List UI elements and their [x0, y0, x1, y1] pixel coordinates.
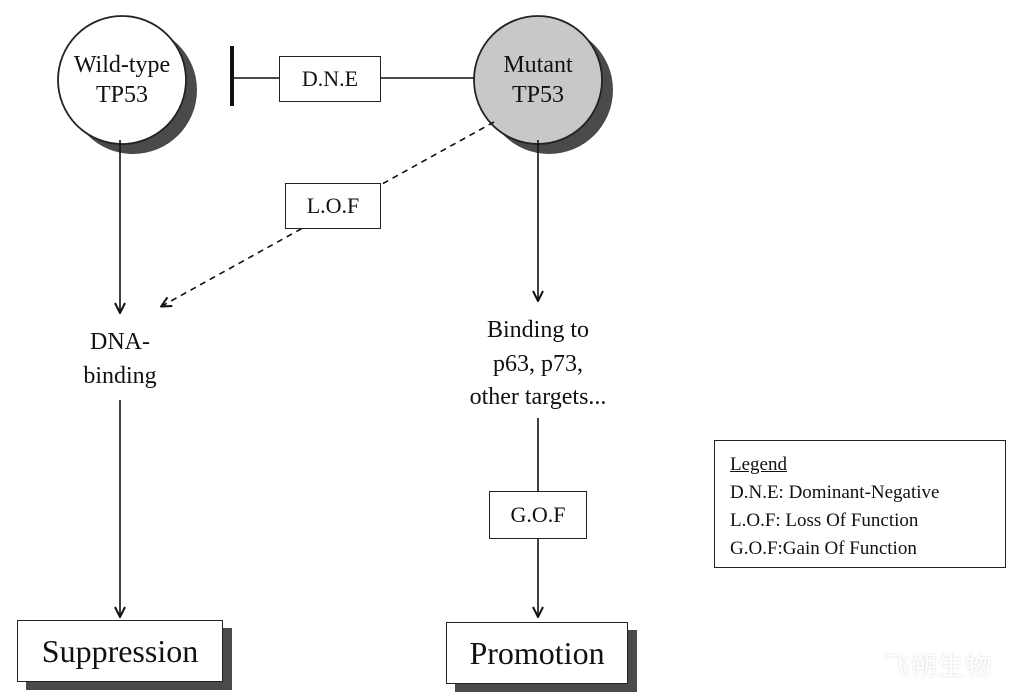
mutant-line2: TP53	[511, 82, 564, 108]
legend-title: Legend	[730, 454, 787, 475]
dne-tag: D.N.E	[279, 56, 381, 102]
wildtype-tp53-label: Wild-type TP53	[58, 50, 186, 110]
binding-targets-line2: p63, p73,	[493, 350, 583, 377]
wildtype-line2: TP53	[95, 82, 148, 108]
legend-item-gof: G.O.F:Gain Of Function	[730, 538, 917, 559]
legend-box: Legend D.N.E: Dominant-Negative L.O.F: L…	[714, 440, 1006, 568]
legend-item-dne: D.N.E: Dominant-Negative	[730, 482, 940, 503]
suppression-box: Suppression	[17, 620, 223, 682]
watermark-text: 飞朔生物	[884, 652, 993, 682]
legend-item-lof: L.O.F: Loss Of Function	[730, 510, 919, 531]
dna-binding-line2: binding	[83, 362, 157, 389]
dna-binding-line1: DNA-	[90, 329, 150, 355]
mutant-line1: Mutant	[503, 52, 573, 78]
promotion-box: Promotion	[446, 622, 628, 684]
binding-targets-line1: Binding to	[486, 317, 589, 343]
lof-tag: L.O.F	[285, 183, 381, 229]
binding-targets-line3: other targets...	[469, 384, 607, 411]
mutant-tp53-label: Mutant TP53	[474, 50, 602, 110]
wildtype-line1: Wild-type	[73, 52, 171, 78]
binding-targets-text: Binding to p63, p73, other targets...	[438, 314, 638, 415]
wildtype-tp53-circle	[57, 15, 187, 145]
gof-tag: G.O.F	[489, 491, 587, 539]
dna-binding-text: DNA- binding	[60, 326, 180, 393]
